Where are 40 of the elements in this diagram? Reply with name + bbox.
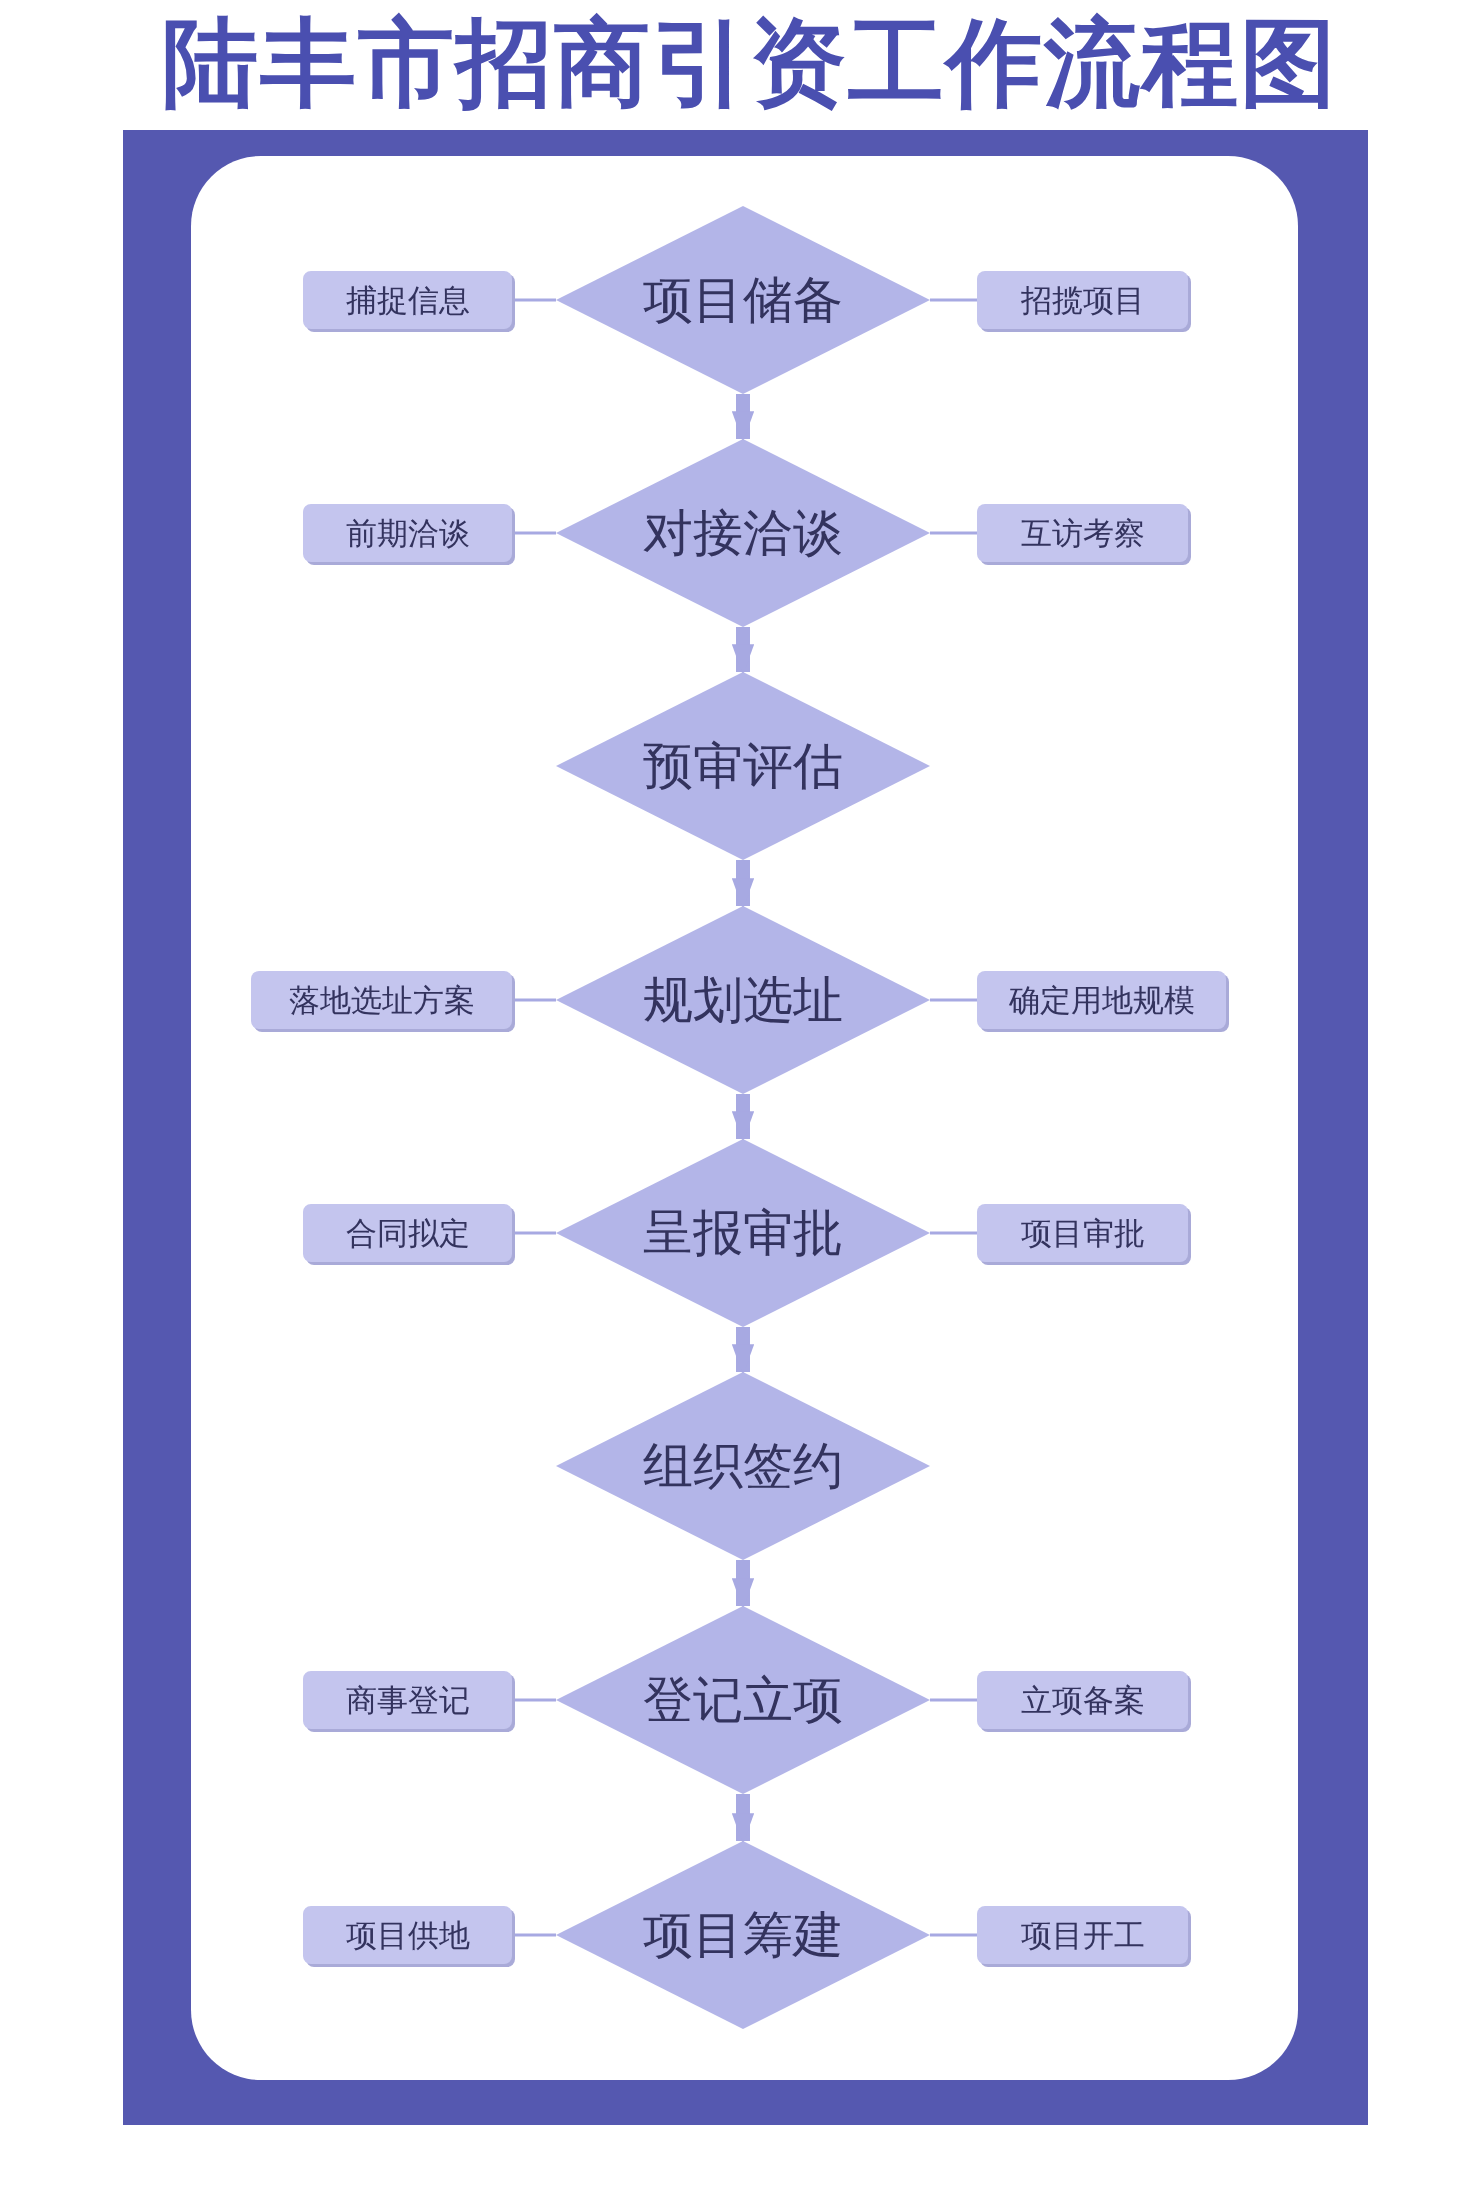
task-box: 项目开工 [977,1906,1188,1964]
connector-line [512,998,556,1002]
connector-line [930,1698,977,1702]
task-box: 立项备案 [977,1671,1188,1729]
arrow [731,1794,755,1844]
connector-line [512,531,556,535]
step-label: 项目筹建 [643,1905,843,1965]
step-label: 项目储备 [643,270,843,330]
step-label: 规划选址 [643,970,843,1030]
task-box: 捕捉信息 [303,271,512,329]
connector-line [512,1933,556,1937]
step-label: 登记立项 [643,1670,843,1730]
connector-line [512,298,556,302]
step-label: 对接洽谈 [643,503,843,563]
task-box: 项目审批 [977,1204,1188,1262]
step-label: 预审评估 [643,736,843,796]
connector-line [512,1231,556,1235]
task-box: 项目供地 [303,1906,512,1964]
arrow [731,627,755,675]
task-box: 确定用地规模 [977,971,1226,1029]
connector-line [930,531,977,535]
connector-line [512,1698,556,1702]
arrow [731,1327,755,1375]
step-label: 组织签约 [643,1436,843,1496]
task-box: 落地选址方案 [251,971,512,1029]
task-box: 招揽项目 [977,271,1188,329]
arrow [731,860,755,909]
arrow [731,394,755,442]
arrow [731,1560,755,1609]
step-label: 呈报审批 [643,1203,843,1263]
connector-line [930,1933,977,1937]
connector-line [930,1231,977,1235]
connector-line [930,298,977,302]
connector-line [930,998,977,1002]
diagram-title: 陆丰市招商引资工作流程图 [161,8,1339,118]
task-box: 前期洽谈 [303,504,512,562]
arrow [731,1094,755,1142]
task-box: 合同拟定 [303,1204,512,1262]
task-box: 商事登记 [303,1671,512,1729]
task-box: 互访考察 [977,504,1188,562]
